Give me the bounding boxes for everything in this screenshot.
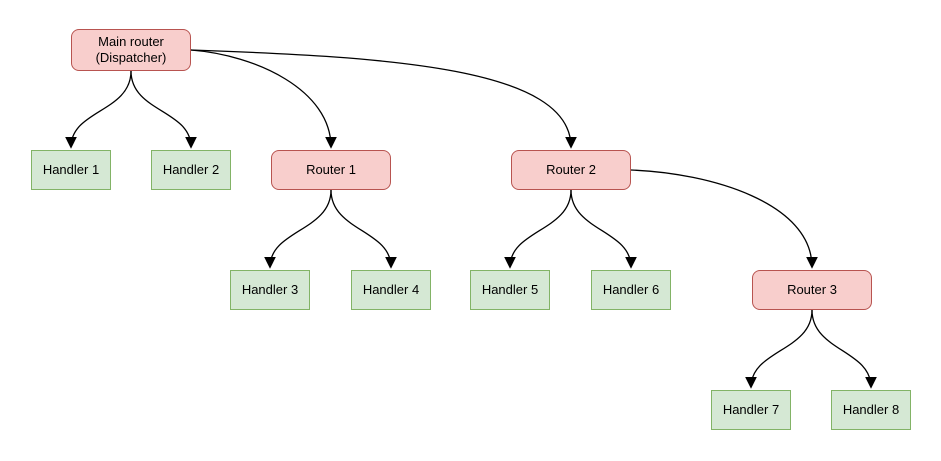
edge-main-router-to-router-1 (190, 49, 337, 149)
node-handler-4-label: Handler 4 (362, 281, 420, 297)
node-router-3-label: Router 3 (787, 281, 837, 297)
node-handler-3-label: Handler 3 (241, 281, 299, 297)
node-handler-2: Handler 2 (151, 150, 231, 190)
edge-router-2-to-handler-5 (504, 189, 572, 269)
node-router-3: Router 3 (752, 270, 872, 310)
node-handler-2-label: Handler 2 (162, 161, 220, 177)
node-handler-1: Handler 1 (31, 150, 111, 190)
node-handler-5: Handler 5 (470, 270, 550, 310)
node-handler-5-label: Handler 5 (481, 281, 539, 297)
node-router-1-label: Router 1 (306, 161, 356, 177)
edge-router-1-to-handler-3 (264, 189, 332, 269)
node-router-2: Router 2 (511, 150, 631, 190)
node-handler-4: Handler 4 (351, 270, 431, 310)
node-handler-6: Handler 6 (591, 270, 671, 310)
node-handler-8: Handler 8 (831, 390, 911, 430)
edge-main-router-to-handler-1 (65, 70, 132, 149)
node-handler-3: Handler 3 (230, 270, 310, 310)
edge-router-3-to-handler-8 (811, 309, 877, 389)
node-handler-7: Handler 7 (711, 390, 791, 430)
node-main-router: Main router (Dispatcher) (71, 29, 191, 71)
node-handler-1-label: Handler 1 (42, 161, 100, 177)
node-router-1: Router 1 (271, 150, 391, 190)
node-handler-6-label: Handler 6 (602, 281, 660, 297)
edge-router-2-to-router-3 (630, 169, 818, 269)
node-router-2-label: Router 2 (546, 161, 596, 177)
edge-router-2-to-handler-6 (570, 189, 637, 269)
node-handler-7-label: Handler 7 (722, 401, 780, 417)
node-handler-8-label: Handler 8 (842, 401, 900, 417)
edge-router-3-to-handler-7 (745, 309, 813, 389)
edge-main-router-to-handler-2 (130, 70, 197, 149)
node-main-router-label: Main router (Dispatcher) (95, 33, 167, 65)
edge-main-router-to-router-2 (190, 49, 577, 149)
edge-router-1-to-handler-4 (330, 189, 397, 269)
